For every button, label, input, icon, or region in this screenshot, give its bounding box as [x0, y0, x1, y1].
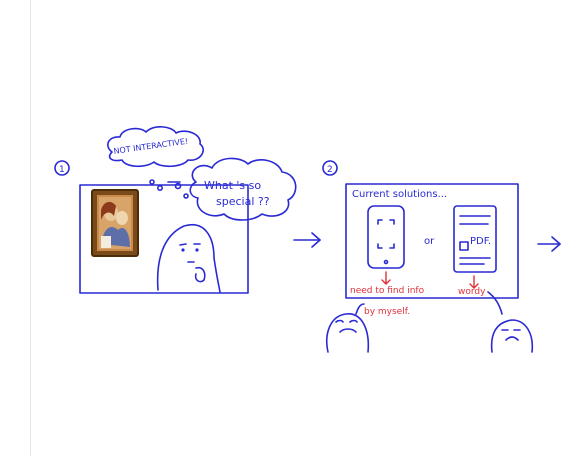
- phone-icon: [367, 205, 405, 269]
- thinking-character: [156, 223, 221, 293]
- pdf-down-arrow: [469, 275, 479, 289]
- thought-text-line-2: special ??: [216, 195, 270, 208]
- thought-text-line-1: What 's so: [204, 179, 261, 192]
- note-right: wordy: [458, 287, 486, 297]
- phone-down-arrow: [381, 271, 391, 285]
- step-2-number: 2: [327, 165, 333, 175]
- thought-bubble: [149, 157, 297, 221]
- arrow-step-2-onward: [537, 236, 561, 252]
- step-1-number-circle: [54, 160, 70, 176]
- step-1-panel: 1 NOT INTERACTIVE! What 's so specia: [54, 126, 297, 294]
- arrow-step-1-to-2: [293, 232, 321, 248]
- pdf-label: PDF.: [470, 236, 491, 247]
- frustrated-character-right: [487, 291, 534, 353]
- note-left-line-1: need to find info: [350, 286, 425, 296]
- speech-text: NOT INTERACTIVE!: [113, 137, 189, 156]
- step-2-number-circle: [322, 160, 338, 176]
- page-margin-line: [30, 0, 31, 456]
- painting: [91, 189, 139, 257]
- step-1-number: 1: [59, 165, 65, 175]
- step-2-frame: [345, 183, 519, 299]
- pdf-document-icon: [453, 205, 497, 273]
- or-label: or: [424, 236, 435, 247]
- step-1-frame: [79, 184, 249, 294]
- note-left-line-2: by myself.: [364, 307, 410, 317]
- step-2-title: Current solutions...: [352, 189, 447, 200]
- step-2-panel: 2 Current solutions... or PDF. need to f…: [322, 160, 534, 353]
- frustrated-character-left: [326, 303, 370, 353]
- speech-cloud: [107, 126, 204, 168]
